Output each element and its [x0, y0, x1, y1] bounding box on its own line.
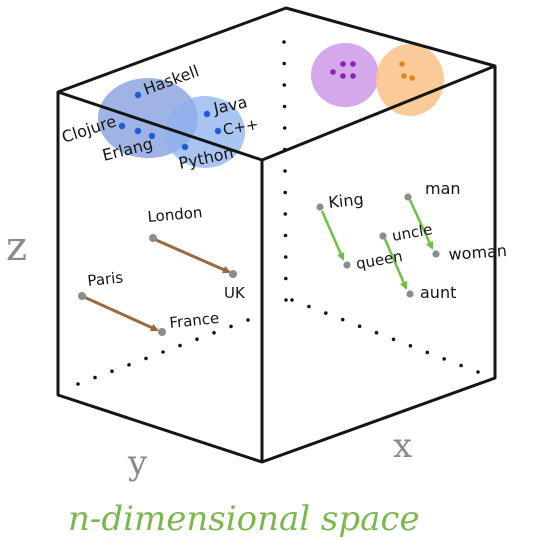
axis-dot	[282, 83, 287, 87]
king-to-queen-arrow	[320, 210, 345, 261]
axis-dot	[283, 147, 287, 152]
man-point	[404, 193, 412, 201]
label-king: King	[327, 189, 364, 212]
axis-dot	[283, 233, 288, 238]
king-point	[316, 203, 324, 211]
orange-points	[399, 61, 415, 81]
axis-dot	[246, 318, 250, 322]
uk-point	[229, 270, 237, 278]
axis-dot	[212, 331, 216, 335]
axis-dot	[425, 350, 430, 355]
axis-dot	[374, 330, 379, 335]
language-points	[118, 91, 222, 151]
axis-dot	[284, 298, 288, 302]
axis-dot	[307, 304, 311, 309]
cube-front-edges	[56, 92, 264, 464]
hidden-axes	[76, 40, 480, 386]
axis-dot	[282, 61, 287, 66]
purple-points	[330, 61, 356, 79]
purple-point	[350, 61, 356, 67]
axis-label-z: z	[6, 224, 27, 270]
label-france: France	[169, 309, 220, 332]
axis-dot	[282, 40, 286, 44]
axis-labels: z y x	[6, 224, 412, 483]
label-woman: woman	[448, 241, 508, 264]
axis-dot	[290, 298, 294, 302]
queen-point	[343, 261, 351, 269]
cluster-blobs	[98, 43, 444, 168]
cube-right-edges	[261, 66, 497, 464]
uncle-point	[379, 232, 387, 240]
erlang-point-2	[148, 132, 156, 140]
axis-label-y: y	[127, 443, 148, 483]
python-point	[181, 143, 189, 151]
label-london: London	[147, 203, 203, 226]
axis-dot	[161, 350, 165, 354]
axis-dot	[476, 370, 480, 374]
hidden-left-axis	[76, 318, 250, 386]
axis-dot	[283, 169, 287, 173]
axis-dot	[110, 369, 114, 374]
label-uncle: uncle	[391, 220, 434, 245]
man-to-woman-arrow	[408, 199, 434, 250]
hidden-right-axis	[290, 298, 480, 374]
place-relations: London UK Paris France	[78, 203, 246, 336]
orange-cluster-blob	[376, 44, 444, 116]
diagram-caption: n-dimensional space	[68, 499, 420, 539]
hidden-vertical-axis	[282, 40, 288, 302]
cpp-point	[214, 127, 222, 135]
axis-dot	[144, 356, 148, 361]
label-paris: Paris	[87, 268, 125, 290]
axis-dot	[442, 357, 447, 361]
london-to-uk-arrow	[155, 238, 231, 274]
axis-dot	[284, 276, 288, 281]
label-java: Java	[211, 92, 249, 118]
purple-point	[340, 61, 346, 67]
axis-dot	[391, 337, 396, 342]
cube	[56, 6, 497, 464]
purple-point	[340, 73, 346, 79]
axis-dot	[93, 375, 97, 380]
orange-point	[401, 73, 407, 79]
france-point	[158, 328, 166, 336]
woman-point	[432, 250, 440, 258]
axis-dot	[127, 363, 131, 367]
axis-dot	[340, 317, 345, 322]
uncle-to-aunt-arrow	[383, 238, 408, 290]
axis-dot	[408, 344, 413, 348]
aunt-point	[406, 290, 414, 298]
label-cpp: C++	[222, 115, 260, 139]
axis-dot	[283, 190, 288, 195]
axis-dot	[283, 255, 288, 259]
orange-point	[409, 75, 415, 81]
axis-dot	[282, 126, 287, 130]
label-uk: UK	[224, 284, 246, 302]
word-analogies: King queen man woman uncle aunt	[316, 179, 508, 302]
paris-point	[78, 292, 86, 300]
haskell-point	[134, 91, 142, 99]
label-aunt: aunt	[420, 283, 456, 302]
axis-dot	[282, 104, 287, 109]
axis-dot	[195, 337, 199, 342]
london-point	[149, 234, 157, 242]
axis-dot	[178, 343, 182, 348]
axis-dot	[459, 363, 463, 368]
axis-dot	[76, 382, 80, 386]
erlang-point-1	[134, 127, 142, 135]
java-point	[203, 110, 211, 118]
clojure-point	[118, 122, 126, 130]
purple-point	[330, 69, 336, 75]
axis-dot	[357, 324, 362, 329]
orange-point	[399, 61, 405, 67]
axis-label-x: x	[393, 426, 412, 466]
purple-point	[350, 73, 356, 79]
axis-dot	[229, 324, 233, 329]
axis-dot	[324, 311, 328, 315]
label-man: man	[425, 179, 461, 198]
axis-dot	[283, 212, 288, 216]
paris-to-france-arrow	[83, 295, 159, 332]
